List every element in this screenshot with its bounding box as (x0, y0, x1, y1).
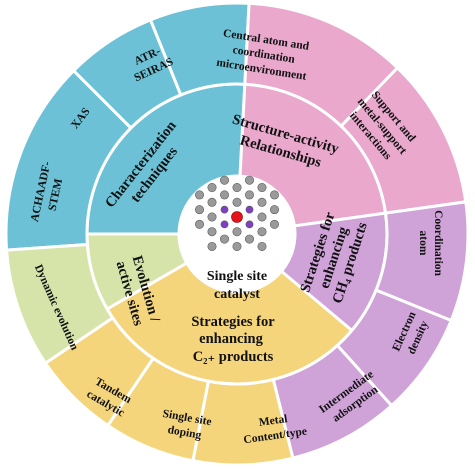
carbon-atom (232, 241, 242, 251)
carbon-atom (207, 212, 217, 222)
carbon-atom (257, 227, 267, 237)
metal-atom (231, 211, 243, 223)
catalyst-molecule (195, 175, 279, 251)
outer-label-coordination-atom: Coordination atom (417, 210, 444, 276)
c2-line1: Strategies for (191, 314, 275, 330)
carbon-atom (195, 219, 205, 229)
carbon-atom (244, 175, 254, 185)
coordination-atom-line1: Coordination (432, 210, 444, 276)
carbon-atom (232, 197, 242, 207)
nitrogen-atom (220, 205, 229, 214)
metal-content-line1: Metal (258, 413, 288, 429)
carbon-atom (220, 234, 230, 244)
carbon-atom (257, 197, 267, 207)
nitrogen-atom (220, 220, 229, 229)
center-label-line1: Single site (207, 269, 267, 284)
carbon-atom (232, 183, 242, 193)
outer-sector-dynamic (4, 242, 115, 366)
coordination-atom-line2: atom (417, 231, 429, 256)
carbon-atom (207, 183, 217, 193)
carbon-atom (207, 227, 217, 237)
carbon-atom (257, 241, 267, 251)
nitrogen-atom (245, 205, 254, 214)
carbon-atom (269, 190, 279, 200)
carbon-atom (207, 241, 217, 251)
carbon-atom (195, 190, 205, 200)
nitrogen-atom (245, 220, 254, 229)
carbon-atom (269, 219, 279, 229)
center-label-line2: catalyst (214, 287, 260, 302)
carbon-atom (257, 183, 267, 193)
c2-line2: enhancing (199, 331, 263, 347)
ring-sectors (4, 1, 470, 467)
inner-label-c2: Strategies for enhancing C₂₊ products (191, 314, 275, 365)
carbon-atom (220, 190, 230, 200)
carbon-atom (232, 227, 242, 237)
carbon-atom (195, 205, 205, 215)
carbon-atom (207, 197, 217, 207)
carbon-atom (220, 175, 230, 185)
carbon-atom (257, 212, 267, 222)
carbon-atom (244, 234, 254, 244)
carbon-atom (269, 205, 279, 215)
c2-line3: C₂₊ products (193, 349, 274, 365)
single-site-doping-line2: doping (167, 424, 203, 442)
carbon-atom (244, 190, 254, 200)
